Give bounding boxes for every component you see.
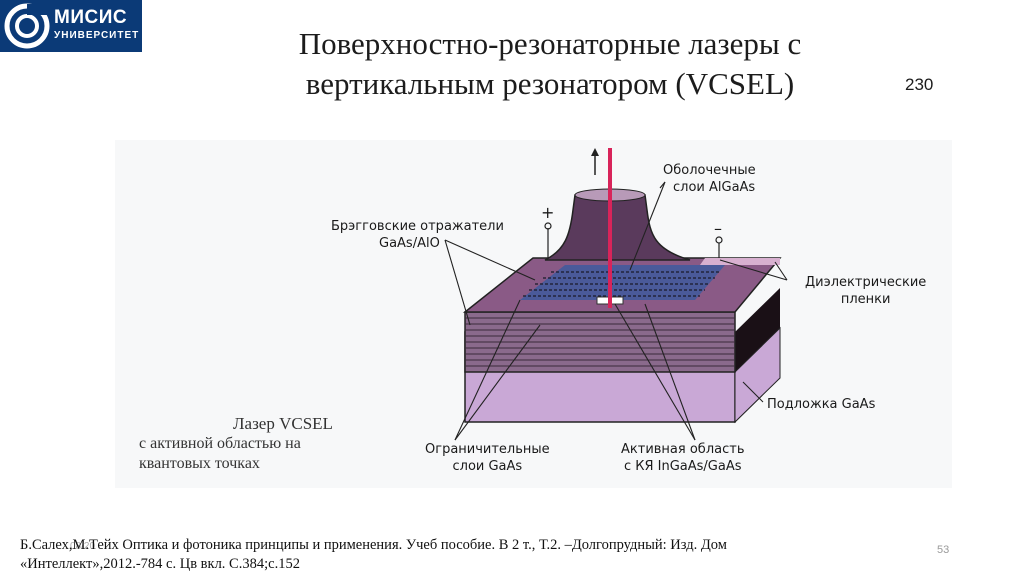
minus-terminal: – — [714, 220, 722, 237]
logo-subtitle: УНИВЕРСИТЕТ — [54, 30, 139, 41]
caption-quantum-dots: квантовых точках — [139, 454, 260, 474]
label-confining-line-1: Ограничительные — [425, 441, 550, 458]
slide-title: Поверхностно-резонаторные лазеры с верти… — [220, 24, 880, 104]
title-line-2: вертикальным резонатором (VCSEL) — [220, 64, 880, 104]
label-confining-layers: Ограничительные слои GaAs — [425, 441, 550, 475]
label-shell-line-2: слои AlGaAs — [663, 179, 756, 196]
caption-active-region: с активной областью на — [139, 434, 301, 454]
label-substrate: Подложка GaAs — [767, 396, 875, 413]
reference-text: Б.Салех,М.Тейх Оптика и фотоника принцип… — [20, 536, 727, 574]
label-confining-line-2: слои GaAs — [425, 458, 550, 475]
vcsel-diagram: Оболочечные слои AlGaAs Брэгговские отра… — [115, 140, 952, 488]
label-dielectric-line-2: пленки — [805, 291, 926, 308]
university-logo: МИСИС УНИВЕРСИТЕТ — [0, 0, 142, 52]
label-active-line-1: Активная область — [621, 441, 744, 458]
plus-terminal: + — [541, 204, 554, 221]
label-dielectric-line-1: Диэлектрические — [805, 274, 926, 291]
reference-line-2: «Интеллект»,2012.-784 с. Цв вкл. С.384;с… — [20, 555, 727, 574]
label-bragg-line-2: GaAs/AlO — [331, 235, 504, 252]
logo-emblem-icon — [2, 0, 52, 52]
slide-number: 230 — [905, 75, 933, 95]
label-bragg-line-1: Брэгговские отражатели — [331, 218, 504, 235]
label-dielectric-films: Диэлектрические пленки — [805, 274, 926, 308]
label-active-region: Активная область с КЯ InGaAs/GaAs — [621, 441, 744, 475]
logo-name: МИСИС — [54, 7, 127, 29]
page-number: 53 — [937, 544, 949, 556]
label-shell-line-1: Оболочечные — [663, 162, 756, 179]
label-active-line-2: с КЯ InGaAs/GaAs — [621, 458, 744, 475]
reference-line-1: Б.Салех,М.Тейх Оптика и фотоника принцип… — [20, 536, 727, 555]
label-shell-layers: Оболочечные слои AlGaAs — [663, 162, 756, 196]
caption-vcsel: Лазер VCSEL — [233, 414, 333, 434]
title-line-1: Поверхностно-резонаторные лазеры с — [220, 24, 880, 64]
label-bragg-reflectors: Брэгговские отражатели GaAs/AlO — [331, 218, 504, 252]
